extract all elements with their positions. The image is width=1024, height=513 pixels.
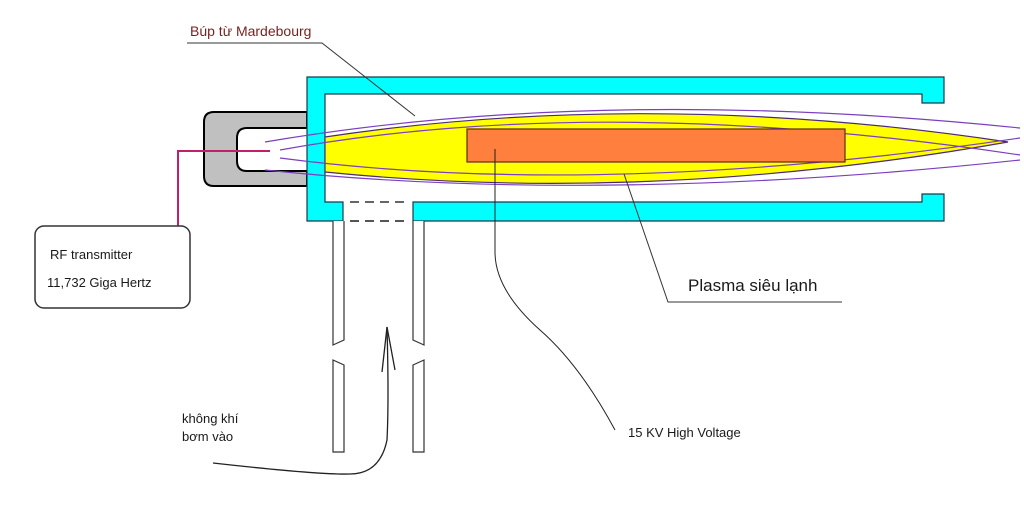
field-line bbox=[264, 159, 1021, 186]
plasma-label: Plasma siêu lạnh bbox=[688, 276, 817, 295]
rf-feed-wire bbox=[177, 150, 270, 227]
magnet-label: Búp từ Mardebourg bbox=[190, 23, 311, 39]
arrow-head-icon bbox=[381, 326, 396, 373]
field-line bbox=[279, 137, 1021, 176]
pipe-wall-left-upper bbox=[332, 221, 345, 346]
air-label-line2: bơm vào bbox=[182, 429, 233, 444]
plasma-leader-line bbox=[623, 173, 842, 303]
mardebourg-magnet bbox=[203, 111, 308, 187]
high-voltage-electrode bbox=[466, 128, 846, 163]
chamber-wall-bottom bbox=[412, 193, 945, 222]
voltage-label: 15 KV High Voltage bbox=[628, 425, 741, 440]
rf-transmitter-box bbox=[34, 225, 191, 309]
rf-transmitter-label: RF transmitter bbox=[50, 247, 133, 262]
field-line bbox=[279, 121, 1021, 156]
pipe-wall-left-lower bbox=[332, 359, 345, 453]
air-flow-arrow bbox=[212, 326, 389, 475]
rf-frequency-label: 11,732 Giga Hertz bbox=[47, 275, 152, 290]
pipe-wall-right-lower bbox=[412, 359, 425, 453]
chamber-wall-top bbox=[306, 76, 945, 222]
field-line bbox=[264, 108, 1021, 143]
magnet-leader-line bbox=[187, 42, 416, 117]
high-voltage-lead bbox=[494, 149, 616, 431]
pipe-wall-right-upper bbox=[412, 221, 425, 346]
air-label-line1: không khí bbox=[182, 411, 239, 426]
